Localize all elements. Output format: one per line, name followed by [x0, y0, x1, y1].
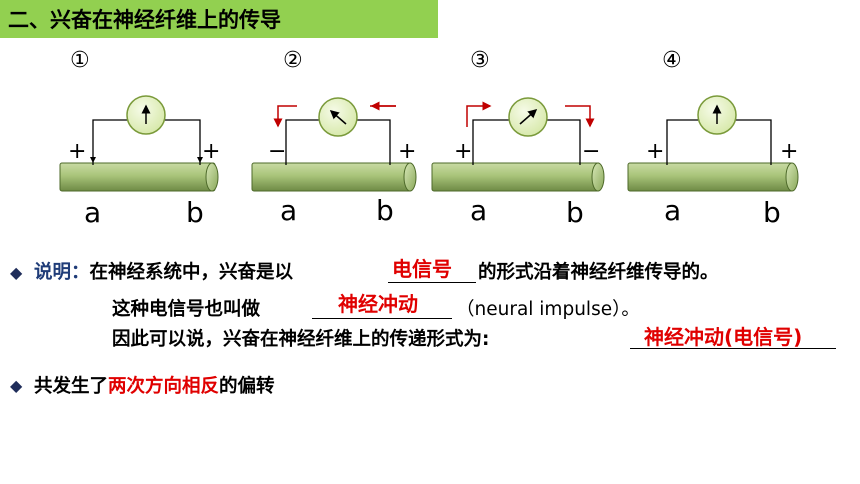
note-line: 共发生了两次方向相反的偏转 [34, 372, 275, 398]
blank-1 [388, 282, 476, 283]
label-2-a: a [280, 194, 297, 227]
label-4-b: b [763, 196, 781, 229]
diagram-1 [59, 95, 219, 192]
nerve-fiber-1 [59, 162, 216, 192]
nerve-fiber-2 [251, 162, 413, 192]
label-1-a: a [84, 196, 101, 229]
label-3-a: a [470, 194, 487, 227]
diagram-number-3: ③ [470, 48, 490, 73]
label-2-b: b [376, 194, 394, 227]
diagram-4 [627, 95, 799, 192]
page-title: 二、兴奋在神经纤维上的传导 [8, 8, 281, 32]
explanation-line1-prefix: 在神经系统中，兴奋是以 [89, 262, 294, 283]
nerve-fiber-3 [431, 162, 601, 192]
diagram-number-4: ④ [662, 48, 682, 73]
explanation-label: 说明： [34, 262, 90, 283]
answer-2: 神经冲动 [338, 292, 418, 316]
note-suffix: 的偏转 [219, 376, 275, 397]
nerve-fiber-diagrams: + + − + + − + + a b a b a b a b [59, 95, 799, 229]
diagram-3 [431, 97, 605, 192]
blank-3 [630, 348, 836, 349]
explanation-line1-suffix: 的形式沿着神经纤维传导的。 [478, 262, 719, 283]
note-highlight: 两次方向相反 [108, 376, 220, 397]
sign-1-right: + [202, 139, 220, 164]
explanation-line-1: 说明：在神经系统中，兴奋是以 [34, 258, 293, 284]
answer-3: 神经冲动(电信号) [644, 325, 803, 349]
sign-3-left: + [454, 139, 472, 164]
label-4-a: a [664, 194, 681, 227]
label-3-b: b [566, 196, 584, 229]
diagram-number-1: ① [70, 48, 90, 73]
sign-3-right: − [582, 139, 600, 164]
answer-1: 电信号 [392, 257, 452, 281]
sign-2-left: − [268, 139, 286, 164]
nerve-fiber-4 [627, 162, 794, 192]
sign-4-right: + [780, 139, 798, 164]
bullet-icon-2: ◆ [10, 376, 23, 395]
sign-2-right: + [398, 139, 416, 164]
diagram-2 [251, 97, 417, 192]
explanation-line2-prefix: 这种电信号也叫做 [112, 299, 261, 320]
sign-1-left: + [68, 139, 86, 164]
sign-4-left: + [646, 139, 664, 164]
bullet-icon: ◆ [10, 263, 23, 282]
explanation-line3-prefix: 因此可以说，兴奋在神经纤维上的传递形式为: [112, 329, 490, 350]
title-bar: 二、兴奋在神经纤维上的传导 [0, 0, 438, 38]
note-prefix: 共发生了 [34, 376, 109, 397]
explanation-line2-suffix: （neural impulse）。 [456, 299, 640, 320]
label-1-b: b [186, 196, 204, 229]
blank-2 [312, 318, 452, 319]
diagram-number-2: ② [283, 48, 303, 73]
